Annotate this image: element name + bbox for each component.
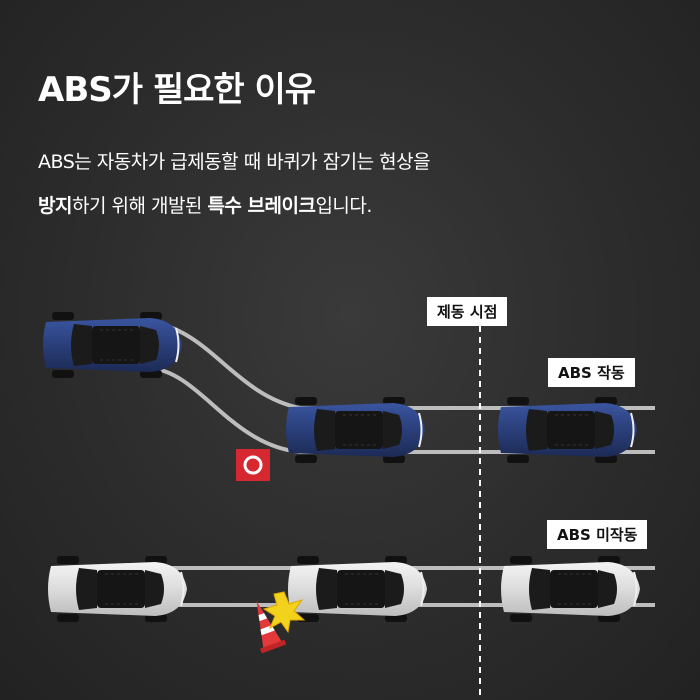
description: ABS는 자동차가 급제동할 때 바퀴가 잠기는 현상을 방지하기 위해 개발된… [38,140,678,228]
non-abs-car-stopped [500,555,641,623]
abs-car-stopped [497,396,638,464]
abs-car-start [42,311,183,379]
description-emphasis-brake: 특수 브레이크 [207,195,316,217]
non-abs-car-braking [287,555,428,623]
abs-active-label: ABS 작동 [548,358,635,387]
abs-car-braking [285,396,426,464]
description-line-1: ABS는 자동차가 급제동할 때 바퀴가 잠기는 현상을 [38,151,431,173]
description-text-end: 입니다. [315,195,372,217]
crash-burst-icon [262,591,306,634]
description-line-2: 방지하기 위해 개발된 특수 브레이크입니다. [38,184,678,228]
page-title: ABS가 필요한 이유 [38,70,316,110]
description-emphasis-prevent: 방지 [38,195,72,217]
circle-check-icon [236,449,270,481]
braking-point-label: 제동 시점 [427,297,508,326]
non-abs-car-start [47,555,188,623]
traffic-cone-icon [256,600,287,654]
description-text: 하기 위해 개발된 [71,195,208,217]
abs-inactive-label: ABS 미작동 [547,520,648,549]
